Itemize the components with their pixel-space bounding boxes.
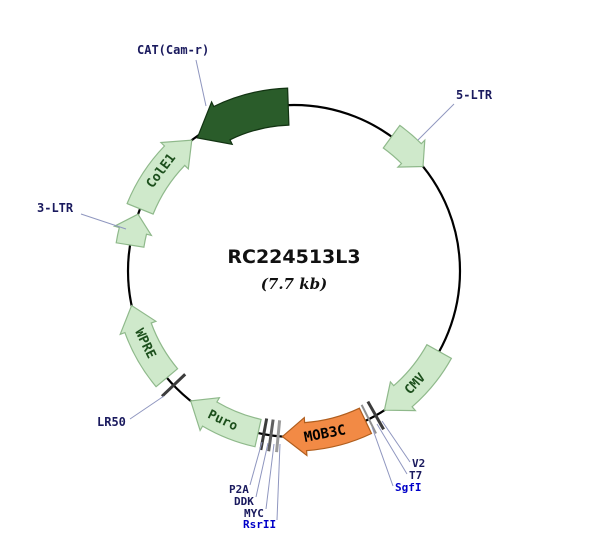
label-t7: T7 <box>409 469 422 482</box>
label-v2: V2 <box>412 457 425 470</box>
feature-arrow-cole1 <box>126 139 193 215</box>
feature-arrow-mob3c <box>281 407 373 457</box>
label-cat: CAT(Cam-r) <box>137 43 209 57</box>
label-three-ltr-leader-line <box>80 213 127 230</box>
label-v2-leader-line <box>381 420 411 463</box>
label-five-ltr: 5-LTR <box>456 88 493 102</box>
label-ddk-leader-line <box>255 442 269 498</box>
label-rsrii: RsrII <box>243 518 276 531</box>
site-tick <box>160 373 187 398</box>
label-sgfi: SgfI <box>395 481 422 494</box>
label-p2a: P2A <box>229 483 249 496</box>
label-p2a-leader-line <box>249 441 263 486</box>
label-sgfi-leader-line <box>371 426 394 487</box>
label-cat-leader-line <box>195 59 207 107</box>
label-myc-leader-line <box>265 443 275 510</box>
label-three-ltr: 3-LTR <box>37 201 74 215</box>
label-lr50: LR50 <box>97 415 126 429</box>
plasmid-generated-layer: CMVMOB3CPuroWPREColE1CAT(Cam-r)5-LTR3-LT… <box>37 43 493 531</box>
label-t7-leader-line <box>376 423 408 475</box>
feature-arrow-cat <box>196 87 290 146</box>
label-lr50-leader-line <box>129 395 165 420</box>
site-tick <box>275 420 282 453</box>
site-tick <box>259 418 269 451</box>
label-ddk: DDK <box>234 495 254 508</box>
label-five-ltr-leader-line <box>417 103 455 141</box>
site-tick <box>366 400 385 431</box>
feature-arrow-cmv <box>383 343 453 412</box>
feature-arrow-five-ltr <box>382 124 426 168</box>
feature-arrow-three-ltr <box>112 213 153 248</box>
feature-arrow-puro <box>189 396 262 448</box>
plasmid-size: (7.7 kb) <box>261 275 327 293</box>
label-myc: MYC <box>244 507 264 520</box>
site-tick <box>360 404 377 434</box>
site-tick <box>267 419 275 452</box>
label-rsrii-leader-line <box>276 443 281 521</box>
feature-label-mob3c: MOB3C <box>303 422 347 446</box>
plasmid-title: RC224513L3 <box>227 246 360 268</box>
feature-arrow-wpre <box>119 304 179 388</box>
